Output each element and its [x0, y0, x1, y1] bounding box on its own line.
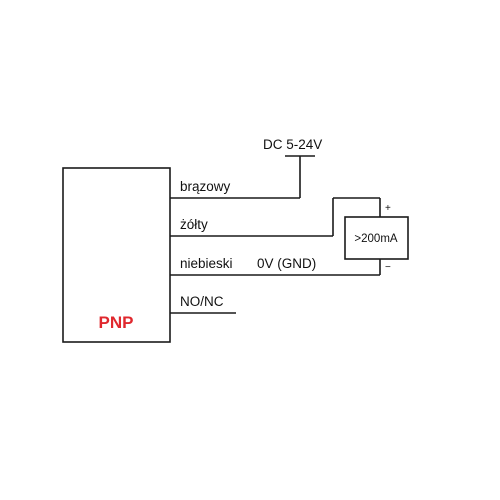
yellow-wire-label: żółty	[180, 217, 208, 232]
brown-wire-label: brązowy	[180, 179, 231, 194]
load-plus-sign: +	[385, 203, 391, 214]
load-label: >200mA	[354, 233, 397, 245]
output-wire-label: NO/NC	[180, 294, 224, 309]
sensor-body	[62, 167, 171, 343]
blue-wire-label: niebieski	[180, 256, 233, 271]
load-box	[344, 216, 409, 260]
load-minus-sign: −	[385, 262, 391, 273]
ground-label: 0V (GND)	[257, 256, 316, 271]
sensor-type-label: PNP	[99, 313, 134, 332]
supply-label: DC 5-24V	[263, 137, 322, 152]
